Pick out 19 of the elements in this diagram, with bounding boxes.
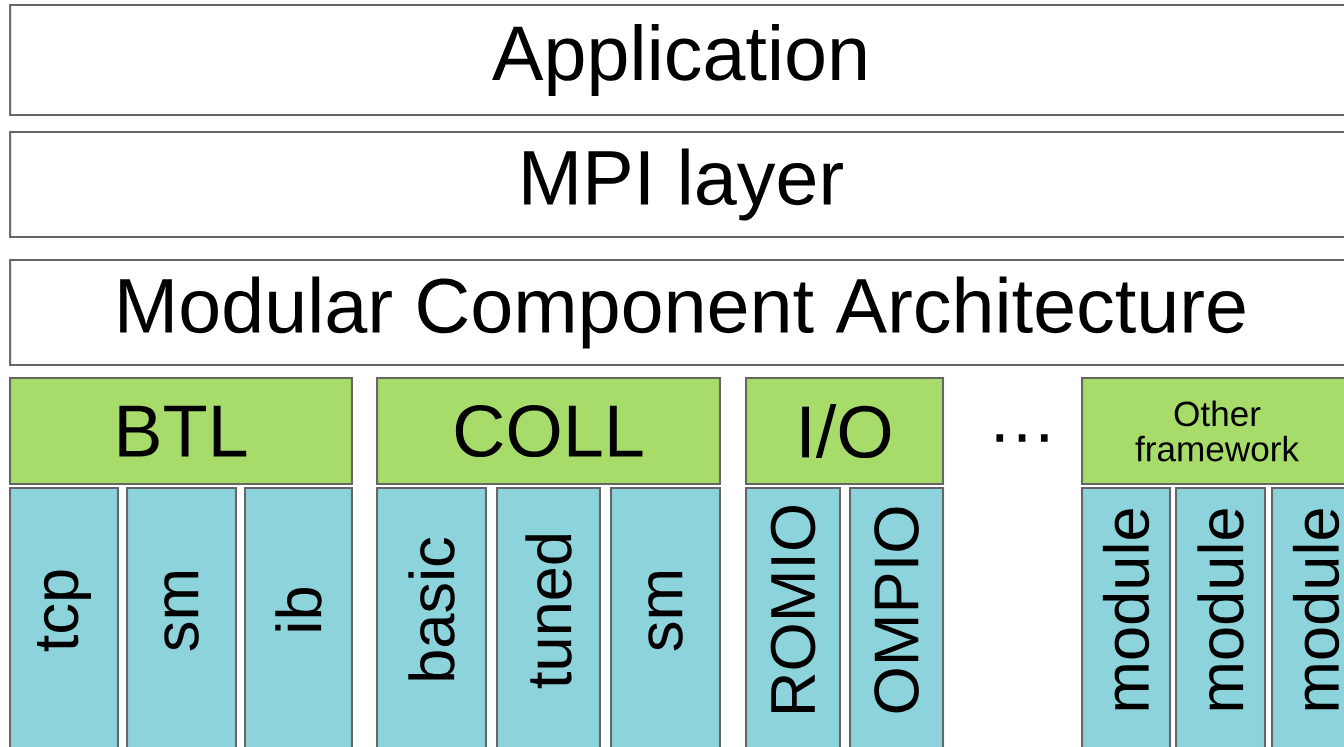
component-box: ib bbox=[243, 486, 354, 747]
component-box: tuned bbox=[495, 486, 602, 747]
component-box: sm bbox=[125, 486, 238, 747]
framework-box: Other framework bbox=[1081, 376, 1344, 486]
component-box: tcp bbox=[8, 486, 120, 747]
component-box: basic bbox=[375, 486, 488, 747]
framework-box: COLL bbox=[376, 376, 722, 486]
component-box: OMPIO bbox=[848, 486, 945, 747]
layer-box: Application bbox=[9, 3, 1344, 117]
framework-box: BTL bbox=[9, 376, 354, 486]
component-box: sm bbox=[609, 486, 722, 747]
layer-box: MPI layer bbox=[9, 130, 1344, 239]
component-box: ROMIO bbox=[744, 486, 842, 747]
component-box: module bbox=[1270, 486, 1344, 747]
layer-box: Modular Component Architecture bbox=[9, 258, 1344, 367]
component-box: module bbox=[1080, 486, 1172, 747]
ellipsis: … bbox=[996, 434, 1048, 442]
framework-box: I/O bbox=[745, 376, 945, 486]
component-box: module bbox=[1174, 486, 1267, 747]
